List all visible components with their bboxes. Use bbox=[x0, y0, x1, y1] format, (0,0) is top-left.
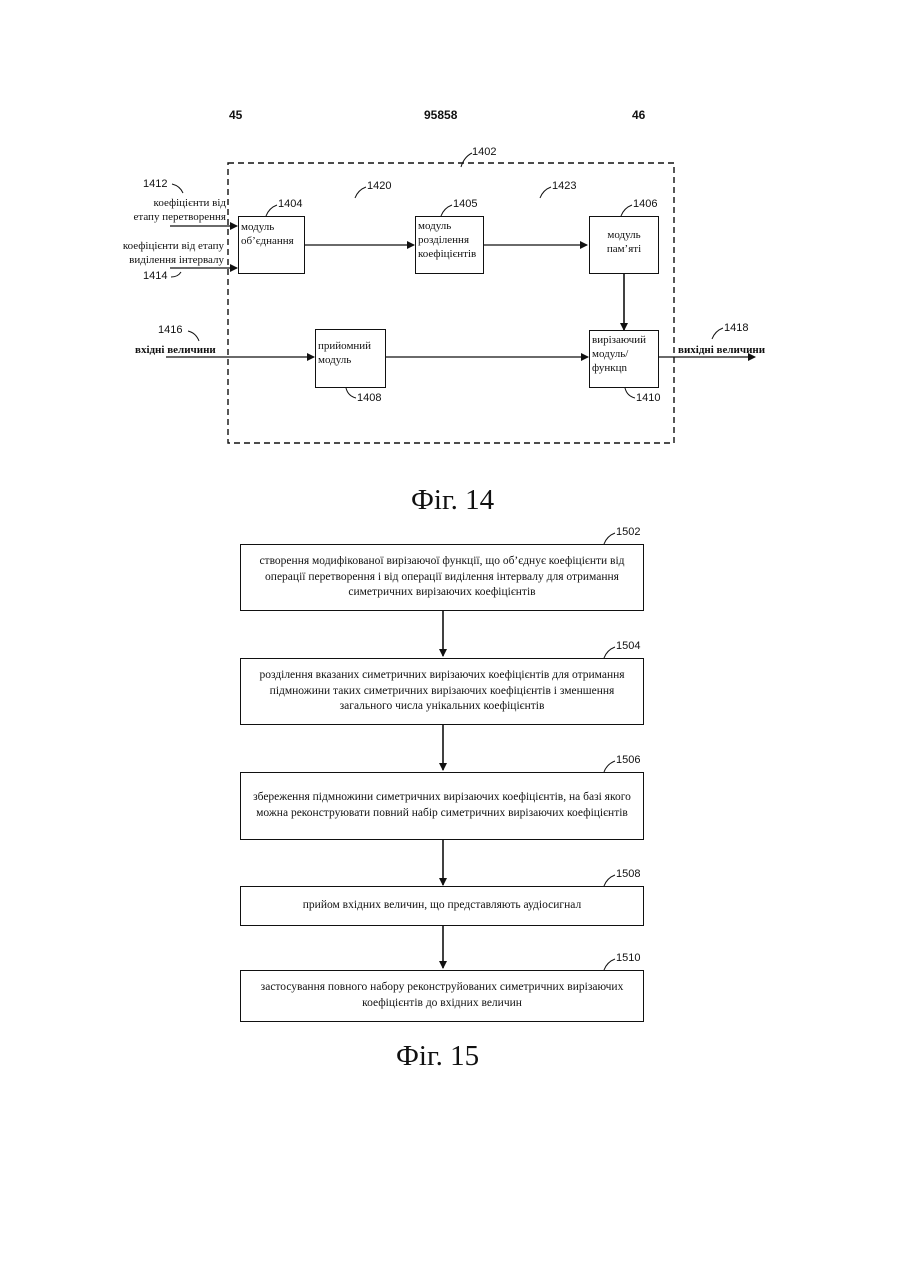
step-1506-box: збереження підмножини симетричних виріза… bbox=[240, 772, 644, 840]
figure-14-caption: Фіг. 14 bbox=[411, 484, 494, 517]
ref-1414: 1414 bbox=[143, 270, 167, 282]
step-1508-box: прийом вхідних величин, що представляють… bbox=[240, 886, 644, 926]
receive-module-label: прийомний bbox=[318, 340, 383, 354]
input-values-label: вхідні величини bbox=[135, 344, 216, 358]
step-1510-text: застосування повного набору реконструйов… bbox=[245, 980, 639, 1011]
ref-1404-leader bbox=[266, 205, 277, 216]
ref-1416-leader bbox=[188, 331, 199, 341]
ref-1423-leader bbox=[540, 187, 551, 198]
step-1504-box: розділення вказаних симетричних вирізаюч… bbox=[240, 658, 644, 725]
ref-1408: 1408 bbox=[357, 392, 381, 404]
figure-15-caption: Фіг. 15 bbox=[396, 1040, 479, 1073]
ref-1418-leader bbox=[712, 328, 723, 339]
window-module-box: вирізаючий модуль/ функцn bbox=[589, 330, 659, 388]
memory-module-box: модуль пам’яті bbox=[589, 216, 659, 274]
ref-1510: 1510 bbox=[616, 952, 640, 964]
step-1508-text: прийом вхідних величин, що представляють… bbox=[303, 898, 581, 914]
step-1510-box: застосування повного набору реконструйов… bbox=[240, 970, 644, 1022]
ref-1412: 1412 bbox=[143, 178, 167, 190]
ref-1405-leader bbox=[441, 205, 452, 216]
ref-1423: 1423 bbox=[552, 180, 576, 192]
ref-1504-leader bbox=[604, 647, 615, 658]
step-1506-text: збереження підмножини симетричних виріза… bbox=[245, 790, 639, 821]
split-module-box: модуль розділення коефіцієнтів bbox=[415, 216, 484, 274]
ref-1502-leader bbox=[604, 533, 615, 544]
combine-module-label: модуль bbox=[241, 221, 302, 235]
input-interval-label: коефіцієнти від етапу виділення інтервал… bbox=[104, 240, 224, 268]
step-1502-box: створення модифікованої вирізаючої функц… bbox=[240, 544, 644, 611]
ref-1402: 1402 bbox=[472, 146, 496, 158]
ref-1404: 1404 bbox=[278, 198, 302, 210]
ref-1410-leader bbox=[625, 388, 635, 398]
ref-1502: 1502 bbox=[616, 526, 640, 538]
step-1502-text: створення модифікованої вирізаючої функц… bbox=[245, 554, 639, 601]
ref-1506-leader bbox=[604, 761, 615, 772]
output-values-label: вихідні величини bbox=[678, 344, 765, 358]
ref-1504: 1504 bbox=[616, 640, 640, 652]
split-module-label: модуль bbox=[418, 220, 481, 234]
ref-1420: 1420 bbox=[367, 180, 391, 192]
ref-1416: 1416 bbox=[158, 324, 182, 336]
input-transform-label: коефіцієнти від етапу перетворення bbox=[116, 197, 226, 225]
ref-1410: 1410 bbox=[636, 392, 660, 404]
step-1504-text: розділення вказаних симетричних вирізаюч… bbox=[245, 668, 639, 715]
ref-1414-leader bbox=[171, 272, 181, 277]
ref-1405: 1405 bbox=[453, 198, 477, 210]
ref-1406-leader bbox=[621, 205, 632, 216]
ref-1402-leader bbox=[461, 153, 472, 167]
ref-1508: 1508 bbox=[616, 868, 640, 880]
ref-1510-leader bbox=[604, 959, 615, 970]
ref-1420-leader bbox=[355, 187, 366, 198]
window-module-label: вирізаючий bbox=[592, 334, 656, 348]
ref-1406: 1406 bbox=[633, 198, 657, 210]
ref-1418: 1418 bbox=[724, 322, 748, 334]
memory-module-label: модуль bbox=[592, 229, 656, 243]
ref-1412-leader bbox=[172, 184, 183, 193]
ref-1408-leader bbox=[346, 388, 356, 398]
receive-module-box: прийомний модуль bbox=[315, 329, 386, 388]
combine-module-box: модуль об’єднання bbox=[238, 216, 305, 274]
ref-1506: 1506 bbox=[616, 754, 640, 766]
ref-1508-leader bbox=[604, 875, 615, 886]
